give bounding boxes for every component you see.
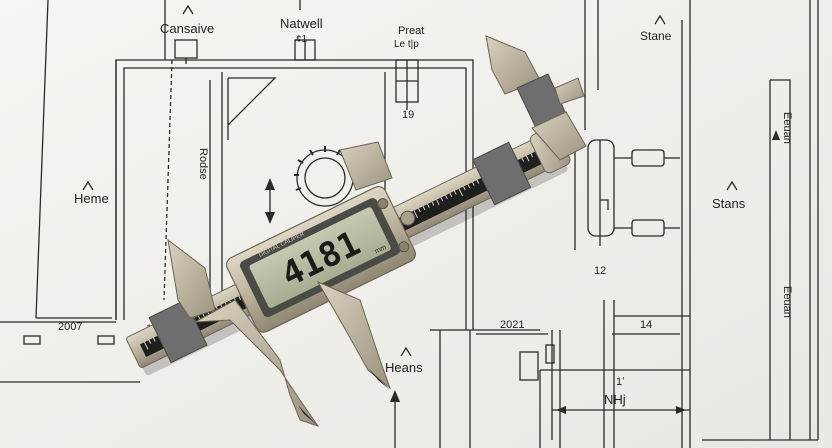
lower-jaw-fixed-outer	[167, 238, 216, 319]
label-tag-12: 12	[594, 265, 606, 277]
label-dim-2007: 2007	[58, 321, 82, 333]
upper-jaw-lower-part	[531, 111, 587, 161]
scale-tick	[454, 190, 457, 195]
scale-tick	[530, 153, 534, 158]
thumb-roller[interactable]	[398, 209, 417, 228]
label-natwell: Natwell	[280, 16, 323, 31]
scale-tick	[525, 155, 530, 162]
scale-tick	[440, 197, 444, 202]
label-natwell-sub: ¢1	[296, 34, 308, 45]
unit-text: mm	[374, 244, 388, 255]
scale-tick	[463, 186, 466, 191]
label-tag-19: 19	[402, 109, 414, 121]
label-vertical-left: Rodse	[197, 148, 209, 180]
sliding-jaw-tip-dark	[368, 368, 390, 390]
upper-jaw-sliding	[339, 141, 393, 191]
label-dim-1: 1ʻ	[616, 376, 625, 388]
arrowheads	[265, 130, 780, 414]
scale-tick	[238, 295, 242, 300]
scale-tick	[422, 206, 426, 211]
scale-tick	[472, 181, 475, 186]
scale-tick	[152, 337, 156, 342]
fixed-jaw-block	[472, 141, 532, 206]
scale-tick	[467, 184, 471, 189]
label-vertical-right-top: Eeuan	[781, 112, 793, 144]
label-stairs-top: Stane	[640, 29, 672, 43]
scale-tick	[521, 157, 525, 162]
scale-tick	[458, 188, 463, 197]
label-heads: Heans	[385, 360, 423, 375]
scale-tick	[476, 179, 480, 184]
caliper-slider: 4181 DIGITAL CALIPER mm	[226, 186, 417, 333]
label-peak-sub: Le t|p	[394, 39, 419, 50]
label-peak: Preat	[398, 25, 424, 37]
label-dim-14: 14	[640, 319, 652, 331]
scale-tick	[418, 208, 421, 213]
scale-tick	[427, 203, 430, 208]
lower-jaw-sliding	[316, 280, 392, 390]
scale-tick	[413, 210, 419, 219]
scale-tick	[445, 195, 448, 200]
scale-tick	[431, 201, 435, 206]
lcd-screen	[249, 207, 391, 308]
label-capacitive: Cansaive	[160, 21, 214, 36]
scale-tick	[436, 199, 440, 206]
depth-rod-end	[554, 77, 585, 105]
on-off-button[interactable]	[376, 197, 389, 210]
door-markers	[82, 4, 738, 357]
blueprint-labels: Cansaive Natwell ¢1 Preat Le t|p Stane H…	[58, 16, 793, 407]
label-vertical-right-bottom: Eeuan	[781, 286, 793, 318]
label-dim-2021: 2021	[500, 319, 524, 331]
scale-tick	[148, 339, 152, 344]
digital-caliper: 4181 DIGITAL CALIPER mm	[126, 35, 587, 427]
label-home: Heme	[74, 191, 109, 206]
label-stairs-right: Stans	[712, 196, 746, 211]
scale-tick	[143, 341, 149, 350]
label-dim-nhj: NHj	[604, 392, 626, 407]
scale-tick	[449, 192, 453, 197]
zero-button[interactable]	[397, 240, 410, 253]
